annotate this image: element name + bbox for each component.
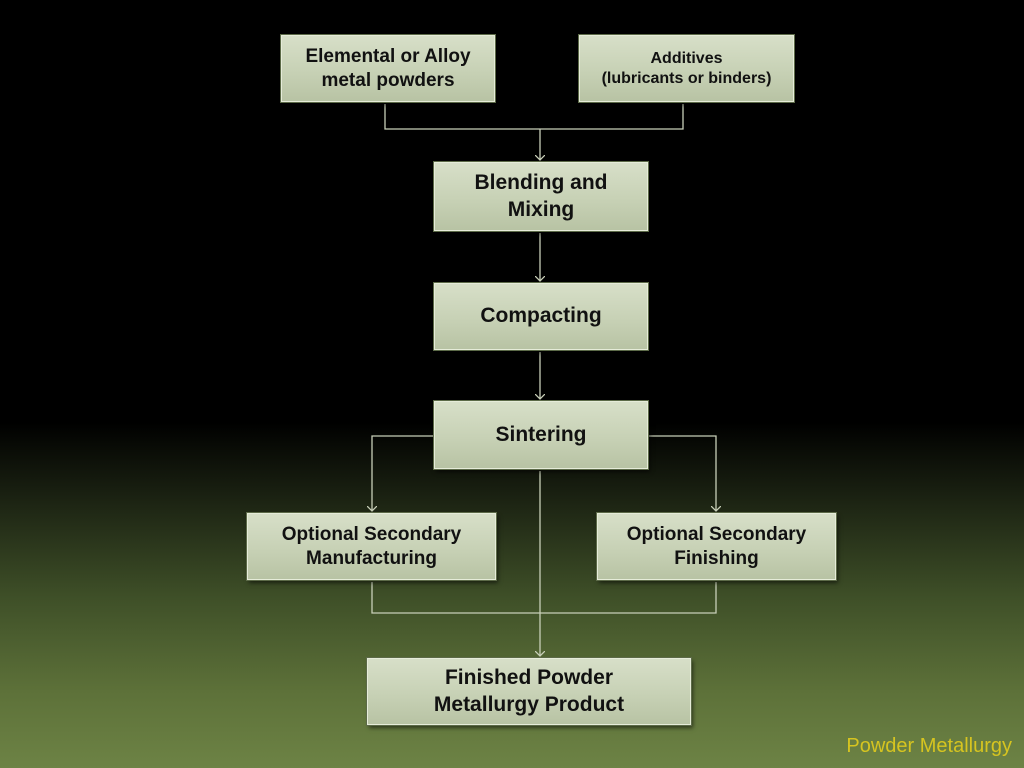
- step-label: Mixing: [507, 197, 575, 221]
- slide-footer-title: Powder Metallurgy: [846, 735, 1012, 757]
- connector-additives: [540, 104, 684, 130]
- arrow-to-finishing: [648, 435, 716, 511]
- step-box-secondary-manufacturing: Optional Secondary Manufacturing: [247, 513, 496, 580]
- step-label: Manufacturing: [306, 547, 437, 569]
- step-label: Sintering: [495, 422, 587, 446]
- step-box-sintering: Sintering: [434, 401, 648, 469]
- step-label: Metallurgy Product: [433, 692, 625, 716]
- step-box-metal-powders: Elemental or Alloy metal powders: [281, 35, 495, 102]
- connector-manufacturing: [371, 582, 540, 614]
- step-label: Compacting: [480, 304, 602, 328]
- step-label: Blending and: [474, 171, 608, 195]
- step-box-secondary-finishing: Optional Secondary Finishing: [597, 513, 836, 580]
- connector-powders: [384, 104, 540, 130]
- step-label: metal powders: [321, 69, 455, 91]
- step-label: Finished Powder: [444, 666, 613, 690]
- step-box-additives: Additives (lubricants or binders): [579, 35, 794, 102]
- step-label: Optional Secondary: [281, 523, 462, 545]
- step-label: Elemental or Alloy: [305, 45, 471, 67]
- step-label: Optional Secondary: [626, 523, 807, 545]
- step-label: Finishing: [674, 547, 759, 569]
- connector-finishing: [540, 582, 717, 614]
- step-box-finished-product: Finished Powder Metallurgy Product: [367, 658, 691, 725]
- step-box-compacting: Compacting: [434, 283, 648, 350]
- step-label: Additives: [650, 49, 723, 67]
- step-box-blending-mixing: Blending and Mixing: [434, 162, 648, 231]
- step-label: (lubricants or binders): [601, 69, 772, 87]
- arrow-to-manufacturing: [372, 435, 434, 511]
